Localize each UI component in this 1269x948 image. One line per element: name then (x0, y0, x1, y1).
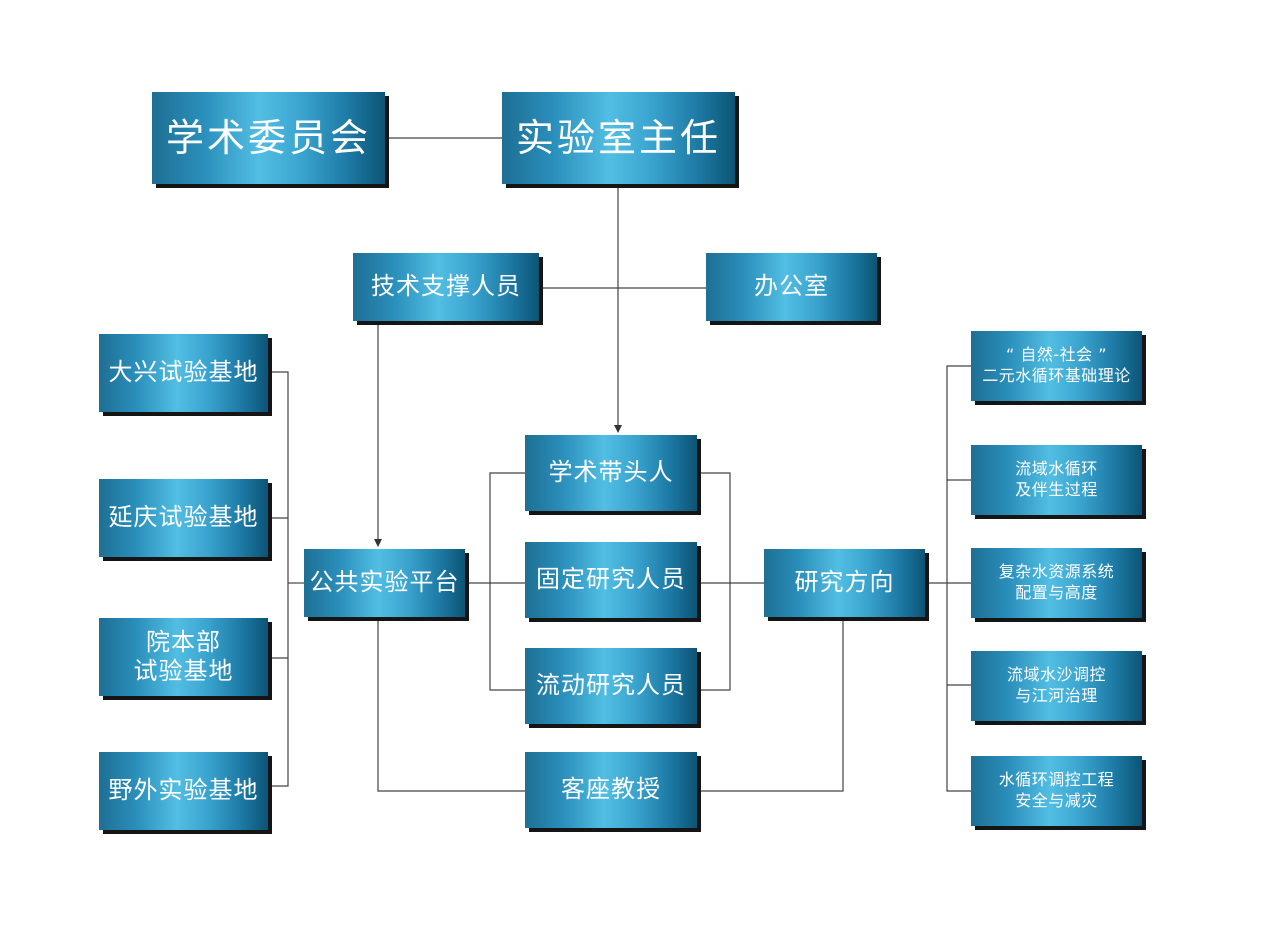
line-staff-right-bracket (698, 472, 731, 691)
line-topics-bracket (946, 365, 971, 792)
research-directions-box: 研究方向 (764, 549, 925, 617)
research-direction-2-box: 流域水循环 及伴生过程 (971, 445, 1142, 515)
research-direction-1-box: “ 自然-社会 ” 二元水循环基础理论 (971, 331, 1142, 401)
yanqing-base-box: 延庆试验基地 (99, 479, 268, 557)
research-direction-4-box: 流域水沙调控 与江河治理 (971, 651, 1142, 721)
line-visiting-directions (698, 618, 844, 792)
lab-director-box: 实验室主任 (502, 92, 735, 184)
research-direction-3-box: 复杂水资源系统 配置与高度 (971, 548, 1142, 618)
technical-support-box: 技术支撑人员 (353, 253, 539, 321)
daxing-base-box: 大兴试验基地 (99, 334, 268, 412)
line-staff-left-bracket (489, 472, 525, 691)
line-platform-visiting (377, 620, 525, 792)
research-direction-5-box: 水循环调控工程 安全与减灾 (971, 756, 1142, 826)
academic-committee-box: 学术委员会 (152, 92, 385, 184)
field-base-box: 野外实验基地 (99, 752, 268, 830)
institute-hq-base-box: 院本部 试验基地 (99, 618, 268, 696)
mobile-researchers-box: 流动研究人员 (525, 648, 697, 724)
fixed-researchers-box: 固定研究人员 (525, 542, 697, 618)
office-box: 办公室 (706, 253, 877, 321)
public-platform-box: 公共实验平台 (304, 549, 465, 617)
academic-leader-box: 学术带头人 (525, 435, 697, 511)
line-bases-bracket (270, 371, 289, 787)
visiting-professor-box: 客座教授 (525, 752, 697, 828)
